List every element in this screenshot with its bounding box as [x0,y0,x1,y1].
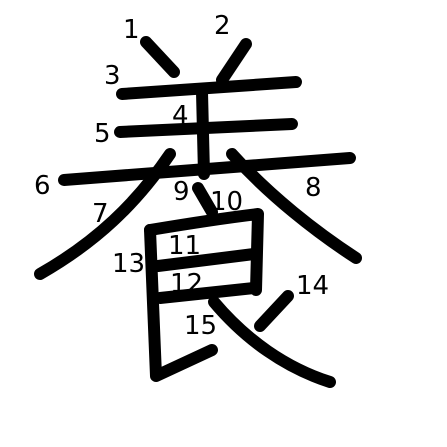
stroke-number-15: 15 [184,311,217,341]
stroke-11 [152,248,260,272]
stroke-number-1: 1 [123,15,140,45]
stroke-paths [34,36,362,388]
stroke-number-14: 14 [296,271,329,301]
stroke-1 [140,36,180,78]
stroke-6 [58,152,356,186]
stroke-9 [192,182,218,218]
stroke-number-labels: 1 2 3 4 5 6 7 8 9 10 11 12 13 14 15 [34,11,329,341]
stroke-15 [208,296,336,388]
stroke-number-10: 10 [210,187,243,217]
stroke-10 [144,208,264,296]
stroke-2 [216,38,252,86]
stroke-5 [114,118,298,138]
stroke-number-13: 13 [112,249,145,279]
stroke-13 [144,224,218,382]
stroke-number-8: 8 [305,173,322,203]
stroke-7 [34,148,176,280]
stroke-number-2: 2 [214,11,231,41]
stroke-number-12: 12 [170,269,203,299]
stroke-number-7: 7 [92,199,109,229]
stroke-number-6: 6 [34,171,51,201]
stroke-number-4: 4 [172,101,189,131]
stroke-number-11: 11 [168,231,201,261]
stroke-number-9: 9 [173,177,190,207]
stroke-number-5: 5 [94,119,111,149]
stroke-8 [226,148,362,264]
stroke-14 [254,290,294,332]
stroke-3 [116,76,302,100]
stroke-number-3: 3 [104,61,121,91]
stroke-12 [154,282,260,304]
